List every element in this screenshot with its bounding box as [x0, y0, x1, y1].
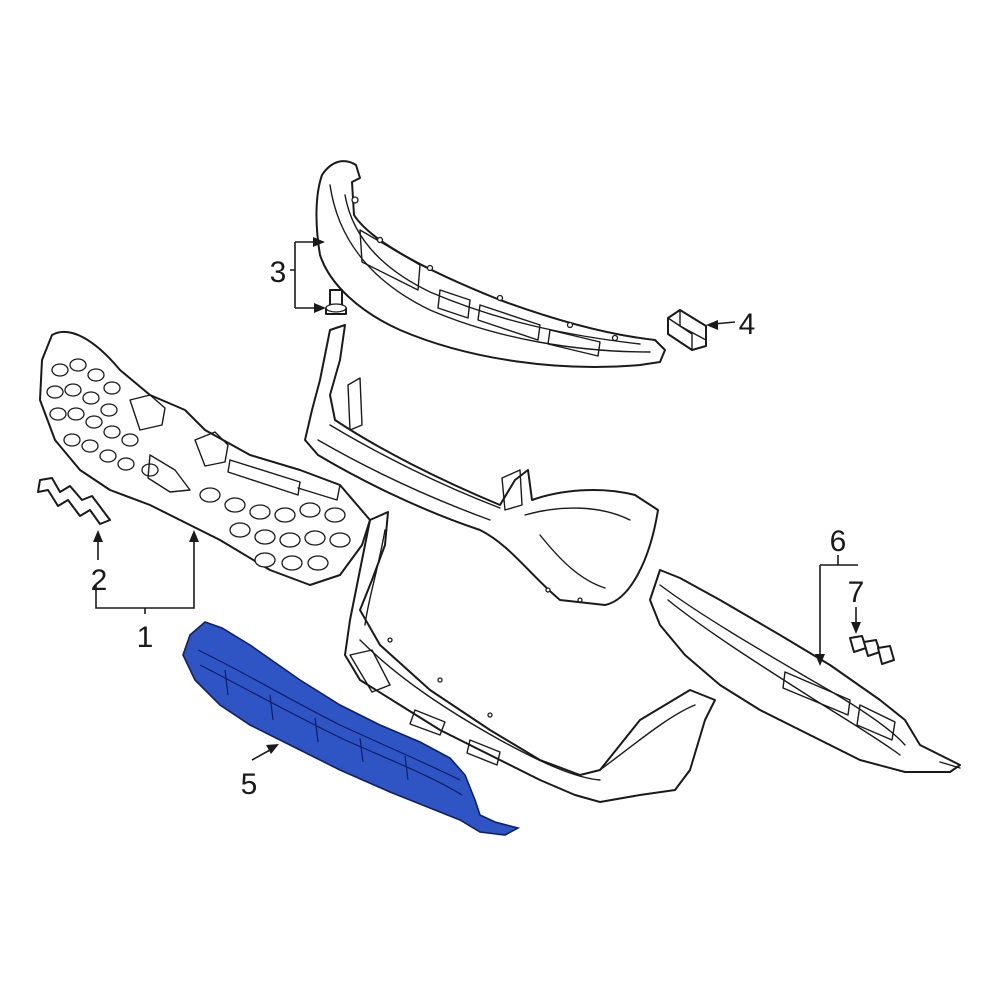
callout-4: 4 — [739, 308, 756, 341]
lower-garnish-part — [649, 569, 961, 773]
callout-5: 5 — [241, 768, 258, 801]
callout-3: 3 — [270, 256, 287, 289]
radiator-grille-part — [39, 330, 371, 586]
bracket-part — [667, 309, 707, 351]
lower-grille-part-highlighted — [182, 621, 521, 836]
bumper-cover-lower-part — [344, 511, 716, 803]
upper-reinforcement-part — [315, 160, 666, 368]
callout-7: 7 — [848, 576, 865, 609]
emblem-part — [37, 477, 111, 525]
callout-1: 1 — [137, 621, 154, 654]
grille-mesh-openings — [46, 358, 351, 571]
leader-lines — [93, 237, 861, 761]
bumper-cover-upper-part — [304, 324, 659, 606]
callout-2: 2 — [91, 564, 108, 597]
retainer-clips-part — [849, 635, 895, 665]
clip-fastener-part — [325, 289, 347, 315]
callout-6: 6 — [830, 525, 847, 558]
